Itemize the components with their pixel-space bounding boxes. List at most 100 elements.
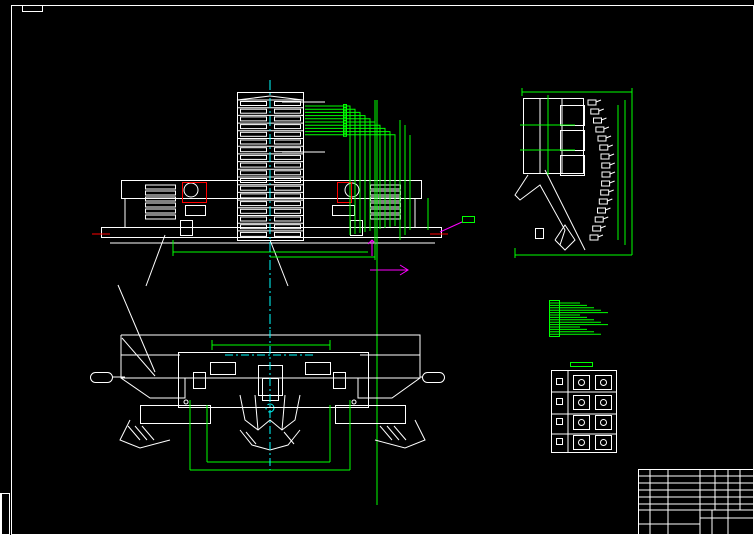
front-annotation-arrows: [367, 216, 475, 276]
grid-cell-hole: [600, 399, 607, 406]
stack-plate-right: [274, 108, 301, 114]
stack-plate-right: [274, 170, 301, 176]
stack-plate-right: [274, 131, 301, 137]
grid-cell-hole: [578, 419, 585, 426]
stack-plate-left: [240, 231, 267, 237]
tooth-chain-tip: [595, 99, 602, 103]
side-plate-left: [145, 190, 176, 196]
tooth-chain-link: [599, 144, 609, 151]
stack-plate-right: [274, 147, 301, 153]
dim-ladder-line: [305, 121, 376, 230]
grid-detail-view: [551, 362, 617, 453]
stack-plate-left: [240, 170, 267, 176]
stack-plate-left: [240, 201, 267, 207]
stack-plate-left: [240, 108, 267, 114]
grid-cell-small: [556, 438, 563, 445]
tooth-chain-link: [598, 198, 608, 205]
side-tooth-chain: [587, 99, 616, 241]
grid-cell: [573, 435, 590, 450]
dim-ladder-line: [305, 111, 361, 233]
side-plate-left: [145, 202, 176, 208]
stack-plate-right: [274, 185, 301, 191]
stack-plate-left: [240, 193, 267, 199]
title-block: [638, 469, 754, 535]
dim-ladder-tick: [343, 132, 347, 137]
tooth-chain-link: [600, 153, 610, 160]
stack-plate-right: [274, 216, 301, 222]
tooth-chain-tip: [608, 153, 615, 157]
dim-ladder-line: [305, 134, 396, 226]
tooth-chain-link: [592, 225, 602, 232]
grid-cell: [573, 375, 590, 390]
stack-plate-right: [274, 231, 301, 237]
grid-cell-hole: [578, 379, 585, 386]
grid-cell-hole: [578, 439, 585, 446]
reference-markers: [183, 399, 357, 405]
side-dimension-lines: [514, 88, 633, 258]
grid-cell-small: [556, 418, 563, 425]
stack-plate-left: [240, 139, 267, 145]
stack-plate-left: [240, 116, 267, 122]
tooth-chain-link: [601, 171, 611, 178]
stack-plate-left: [240, 224, 267, 230]
tooth-chain-tip: [609, 162, 615, 166]
dim-ladder-line: [305, 115, 366, 232]
stack-plate-left: [240, 208, 267, 214]
grid-cell: [595, 435, 612, 450]
grid-cell-small: [556, 378, 563, 385]
tooth-chain-tip: [598, 108, 604, 112]
stack-plate-left: [240, 147, 267, 153]
tooth-chain-link: [590, 108, 600, 115]
stack-plate-left: [240, 101, 267, 106]
stack-plate-right: [274, 116, 301, 122]
stack-plate-left: [240, 185, 267, 191]
tooth-chain-tip: [608, 189, 614, 193]
side-plate-left: [145, 196, 176, 202]
stack-plate-left: [240, 162, 267, 168]
tooth-chain-tip: [605, 207, 611, 211]
tooth-chain-tip: [600, 225, 606, 229]
front-elevation-view: [101, 92, 442, 287]
grid-cells: [556, 375, 612, 450]
tooth-chain-link: [595, 126, 605, 133]
stack-plate-left: [240, 216, 267, 222]
grid-cell-hole: [600, 439, 607, 446]
tooth-chain-link: [601, 162, 611, 169]
stack-plate-left: [240, 131, 267, 137]
stack-plate-right: [274, 178, 301, 183]
grid-cell: [595, 395, 612, 410]
tooth-chain-tip: [603, 216, 609, 220]
side-plate-left: [145, 184, 176, 190]
grid-cell: [595, 375, 612, 390]
plan-centerline: [225, 330, 315, 470]
tooth-chain-tip: [597, 234, 604, 238]
dim-ladder-line: [305, 127, 386, 228]
stack-plate-right: [274, 208, 301, 214]
dim-ladder-line: [305, 131, 391, 227]
tooth-chain-link: [594, 216, 604, 223]
tooth-chain-link: [597, 135, 607, 142]
dim-ladder-line: [305, 108, 356, 234]
side-plate-left: [145, 214, 176, 220]
stack-plate-left: [240, 154, 267, 160]
grid-cell-hole: [600, 379, 607, 386]
stack-plate-left: [240, 178, 267, 183]
stack-plate-left: [240, 124, 267, 130]
stack-plate-right: [274, 201, 301, 207]
tooth-chain-link: [589, 234, 599, 241]
front-dim-ladder: [305, 104, 396, 235]
stack-plate-right: [274, 162, 301, 168]
grid-cell-hole: [600, 419, 607, 426]
dim-ladder-line: [305, 105, 351, 235]
tooth-chain-link: [601, 180, 611, 187]
grid-cell-hole: [578, 399, 585, 406]
grid-cell: [595, 415, 612, 430]
plan-hatch: [127, 425, 407, 445]
detail-bar-cluster: [549, 300, 608, 337]
grid-cell: [573, 395, 590, 410]
tooth-chain-tip: [607, 198, 613, 202]
stack-plate-right: [274, 124, 301, 130]
plan-view: [90, 284, 445, 451]
